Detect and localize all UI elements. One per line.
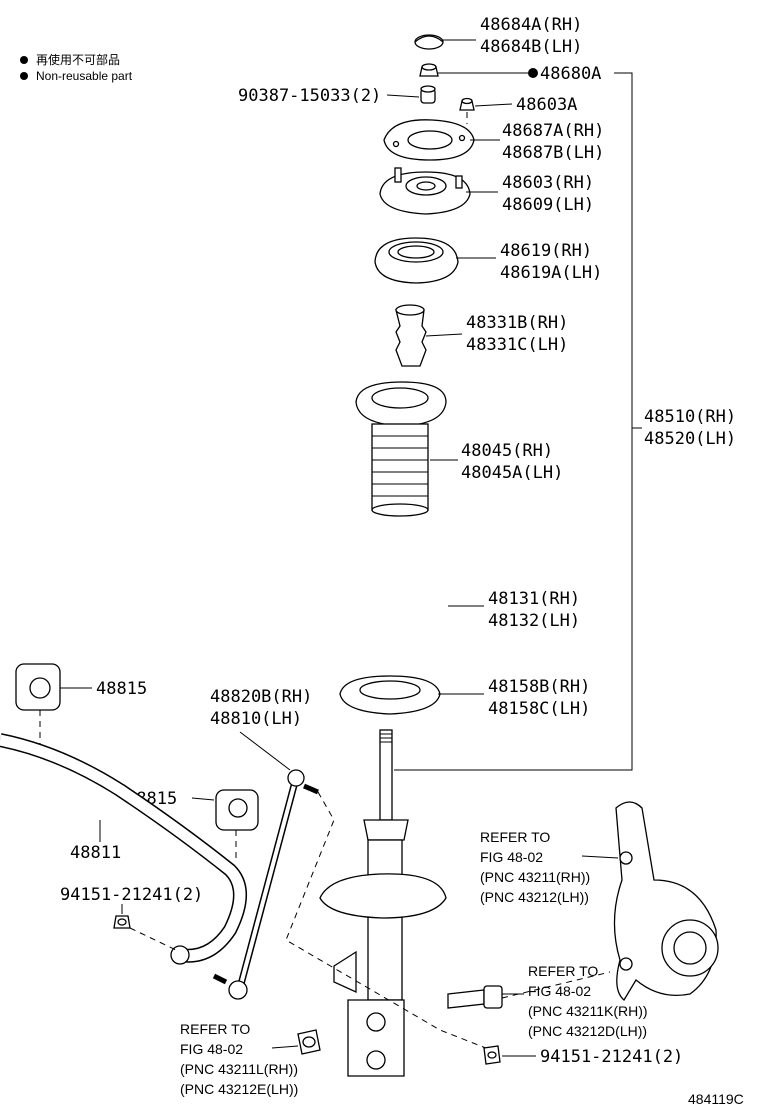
ref-nut-line4: (PNC 43212E(LH)) bbox=[180, 1081, 298, 1097]
ref-knuckle-line3: (PNC 43211(RH)) bbox=[480, 869, 590, 885]
label-48810-lh: 48810(LH) bbox=[210, 709, 302, 729]
ref-knuckle-line1: REFER TO bbox=[480, 829, 550, 845]
ref-bolt-line4: (PNC 43212D(LH)) bbox=[528, 1023, 647, 1039]
label-48132-lh: 48132(LH) bbox=[488, 611, 580, 631]
label-48619a-lh: 48619A(LH) bbox=[500, 263, 602, 283]
label-48603a: 48603A bbox=[516, 95, 577, 115]
top-nut-part[interactable] bbox=[419, 63, 439, 77]
steering-knuckle-part[interactable] bbox=[613, 801, 719, 1001]
stabilizer-bushing-upper-part[interactable] bbox=[15, 663, 61, 711]
non-reusable-marker-icon bbox=[528, 68, 538, 78]
link-nut-right-part[interactable] bbox=[483, 1045, 501, 1065]
mount-nut-part[interactable] bbox=[459, 97, 475, 111]
label-48131-rh: 48131(RH) bbox=[488, 589, 580, 609]
label-48680a: 48680A bbox=[540, 64, 601, 84]
spring-seat-boot-part[interactable] bbox=[355, 381, 447, 517]
label-48684-lh: 48684B(LH) bbox=[480, 37, 582, 57]
ref-nut-line3: (PNC 43211L(RH)) bbox=[180, 1061, 298, 1077]
label-94151-right: 94151-21241(2) bbox=[540, 1047, 683, 1067]
label-48158b-rh: 48158B(RH) bbox=[488, 677, 590, 697]
dust-cap-part[interactable] bbox=[414, 34, 444, 50]
label-48510-rh: 48510(RH) bbox=[644, 407, 736, 427]
label-90387: 90387-15033(2) bbox=[238, 86, 381, 106]
ref-bolt-line3: (PNC 43211K(RH)) bbox=[528, 1003, 648, 1019]
label-48811: 48811 bbox=[70, 843, 121, 863]
label-94151-left: 94151-21241(2) bbox=[60, 885, 203, 905]
label-48815-upper: 48815 bbox=[96, 679, 147, 699]
label-48158c-lh: 48158C(LH) bbox=[488, 699, 590, 719]
stabilizer-bar-part[interactable] bbox=[0, 733, 247, 965]
label-48331b-rh: 48331B(RH) bbox=[466, 313, 568, 333]
non-reusable-marker-icon bbox=[20, 56, 28, 64]
shock-absorber-part[interactable] bbox=[319, 729, 447, 1077]
ref-bolt-line2[interactable]: FIG 48-02 bbox=[528, 983, 591, 999]
ref-bolt-line1: REFER TO bbox=[528, 963, 598, 979]
ref-nut-line2[interactable]: FIG 48-02 bbox=[180, 1041, 243, 1057]
label-48820b-rh: 48820B(RH) bbox=[210, 687, 312, 707]
legend: 再使用不可部品 Non-reusable part bbox=[20, 52, 133, 83]
ref-knuckle-line4: (PNC 43212(LH)) bbox=[480, 889, 589, 905]
label-48045a-lh: 48045A(LH) bbox=[461, 463, 563, 483]
bearing-part[interactable] bbox=[374, 237, 459, 284]
label-48619-rh: 48619(RH) bbox=[500, 241, 592, 261]
label-48684-rh: 48684A(RH) bbox=[480, 15, 582, 35]
label-48045-rh: 48045(RH) bbox=[461, 441, 553, 461]
link-nut-left-part[interactable] bbox=[113, 915, 131, 929]
coil-spring-part[interactable] bbox=[334, 527, 450, 653]
ref-nut-line1: REFER TO bbox=[180, 1021, 250, 1037]
non-reusable-marker-icon bbox=[20, 72, 28, 80]
label-48687-rh: 48687A(RH) bbox=[502, 121, 604, 141]
legend-jp: 再使用不可部品 bbox=[36, 52, 120, 67]
label-48520-lh: 48520(LH) bbox=[644, 429, 736, 449]
label-48687-lh: 48687B(LH) bbox=[502, 143, 604, 163]
spring-insulator-part[interactable] bbox=[339, 675, 441, 715]
bushing-part[interactable] bbox=[420, 85, 436, 104]
stabilizer-bushing-lower-part[interactable] bbox=[215, 789, 259, 831]
bump-stopper-part[interactable] bbox=[395, 304, 427, 367]
label-48331c-lh: 48331C(LH) bbox=[466, 335, 568, 355]
label-48609-lh: 48609(LH) bbox=[502, 195, 594, 215]
knuckle-bolt-part[interactable] bbox=[447, 985, 503, 1009]
stabilizer-link-part[interactable] bbox=[212, 769, 319, 1000]
strut-mount-part[interactable] bbox=[379, 167, 471, 215]
knuckle-nut-part[interactable] bbox=[297, 1029, 321, 1055]
label-48603-rh: 48603(RH) bbox=[502, 173, 594, 193]
figure-id: 484119C bbox=[688, 1091, 744, 1107]
ref-knuckle-line2[interactable]: FIG 48-02 bbox=[480, 849, 543, 865]
legend-en: Non-reusable part bbox=[36, 69, 133, 83]
support-plate-part[interactable] bbox=[383, 119, 475, 161]
